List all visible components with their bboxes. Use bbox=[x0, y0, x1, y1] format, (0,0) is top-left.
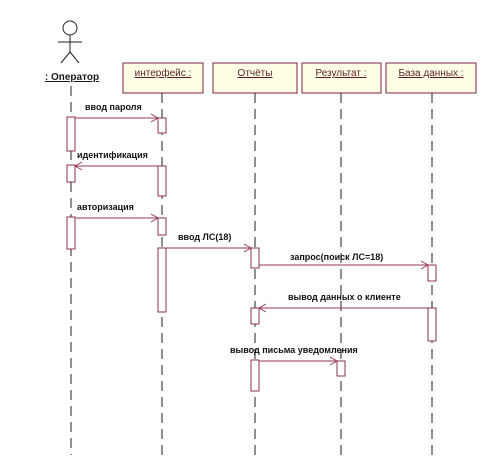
activation-reports-2 bbox=[250, 307, 260, 325]
activation-operator-2 bbox=[66, 164, 76, 183]
actor-leg-left bbox=[60, 51, 71, 64]
object-box bbox=[385, 62, 477, 94]
object-database[interactable]: База данных : bbox=[385, 62, 477, 94]
activation-interface-1 bbox=[157, 117, 167, 134]
message-label-query: запрос(поиск ЛС=18) bbox=[290, 252, 383, 262]
message-identification[interactable] bbox=[73, 161, 158, 171]
activation-operator-1 bbox=[66, 116, 76, 152]
activation-reports-3 bbox=[250, 359, 260, 392]
object-box bbox=[212, 62, 298, 94]
activation-reports-1 bbox=[250, 247, 260, 269]
message-label-notification-letter: вывод письма уведомления bbox=[230, 345, 358, 355]
message-authorization[interactable] bbox=[75, 213, 160, 223]
arrow-head bbox=[150, 113, 160, 123]
message-label-enter-account: ввод ЛС(18) bbox=[178, 232, 231, 242]
message-label-enter-password: ввод пароля bbox=[85, 102, 142, 112]
activation-database-1 bbox=[427, 264, 437, 282]
object-label: База данных : bbox=[398, 68, 463, 79]
arrow-head bbox=[243, 243, 253, 253]
object-label: Результат : bbox=[315, 68, 366, 79]
actor-operator[interactable]: : Оператор bbox=[45, 20, 99, 83]
object-result[interactable]: Результат : bbox=[301, 62, 382, 94]
message-label-client-data: вывод данных о клиенте bbox=[288, 292, 401, 302]
message-notification-letter[interactable] bbox=[259, 356, 339, 366]
activation-interface-3 bbox=[157, 217, 167, 236]
object-label: Отчёты bbox=[238, 68, 273, 79]
arrow-head bbox=[150, 213, 160, 223]
object-label: интерфейс : bbox=[135, 67, 192, 79]
actor-label: : Оператор bbox=[45, 72, 99, 83]
arrow-head bbox=[329, 356, 339, 366]
message-query[interactable] bbox=[259, 260, 430, 270]
message-label-identification: идентификация bbox=[77, 150, 148, 160]
arrow-head bbox=[257, 303, 267, 313]
arrow-head bbox=[420, 260, 430, 270]
actor-leg-right bbox=[69, 51, 80, 64]
activation-database-2 bbox=[427, 307, 437, 342]
arrow-head bbox=[73, 161, 83, 171]
activation-interface-4 bbox=[157, 247, 167, 313]
actor-head bbox=[62, 20, 78, 36]
object-reports[interactable]: Отчёты bbox=[212, 62, 298, 94]
activation-result-1 bbox=[336, 360, 346, 377]
activation-interface-2 bbox=[157, 165, 167, 197]
message-enter-account[interactable] bbox=[166, 243, 253, 253]
message-enter-password[interactable] bbox=[75, 113, 160, 123]
message-label-authorization: авторизация bbox=[77, 202, 134, 212]
activation-operator-3 bbox=[66, 216, 76, 250]
object-box bbox=[301, 62, 382, 94]
message-client-data[interactable] bbox=[257, 303, 428, 313]
object-box bbox=[122, 62, 204, 94]
object-interface[interactable]: интерфейс : bbox=[122, 62, 204, 94]
